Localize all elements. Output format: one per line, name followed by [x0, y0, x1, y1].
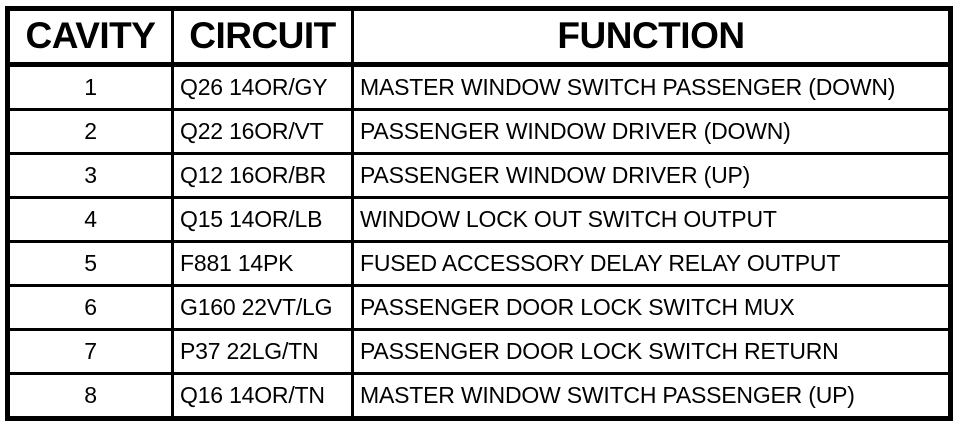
cell-cavity: 2	[7, 109, 174, 155]
cell-function: PASSENGER DOOR LOCK SWITCH MUX	[352, 285, 951, 331]
cell-circuit: F881 14PK	[172, 241, 354, 287]
cell-function: PASSENGER DOOR LOCK SWITCH RETURN	[352, 329, 951, 375]
cell-circuit: Q26 14OR/GY	[172, 64, 354, 111]
column-header-circuit: CIRCUIT	[172, 8, 354, 67]
cell-circuit: P37 22LG/TN	[172, 329, 354, 375]
cell-function: PASSENGER WINDOW DRIVER (DOWN)	[352, 109, 951, 155]
cell-function: WINDOW LOCK OUT SWITCH OUTPUT	[352, 197, 951, 243]
cell-circuit: Q15 14OR/LB	[172, 197, 354, 243]
cell-circuit: Q16 14OR/TN	[172, 373, 354, 419]
cell-function: MASTER WINDOW SWITCH PASSENGER (DOWN)	[352, 64, 951, 111]
column-header-function: FUNCTION	[352, 8, 951, 67]
cell-function: PASSENGER WINDOW DRIVER (UP)	[352, 153, 951, 199]
table-header-row: CAVITY CIRCUIT FUNCTION	[7, 8, 951, 67]
cell-circuit: Q12 16OR/BR	[172, 153, 354, 199]
table-header: CAVITY CIRCUIT FUNCTION	[7, 8, 951, 67]
cell-cavity: 5	[7, 241, 174, 287]
cell-circuit: G160 22VT/LG	[172, 285, 354, 331]
cell-cavity: 6	[7, 285, 174, 331]
cell-cavity: 3	[7, 153, 174, 199]
column-header-cavity: CAVITY	[7, 8, 174, 67]
cell-function: MASTER WINDOW SWITCH PASSENGER (UP)	[360, 382, 855, 408]
cell-cavity: 7	[7, 329, 174, 375]
cell-cavity: 1	[7, 64, 174, 111]
cell-cavity: 4	[7, 197, 174, 243]
cell-circuit: Q22 16OR/VT	[172, 109, 354, 155]
cell-cavity: 8	[7, 373, 174, 419]
cell-function: FUSED ACCESSORY DELAY RELAY OUTPUT	[352, 241, 951, 287]
